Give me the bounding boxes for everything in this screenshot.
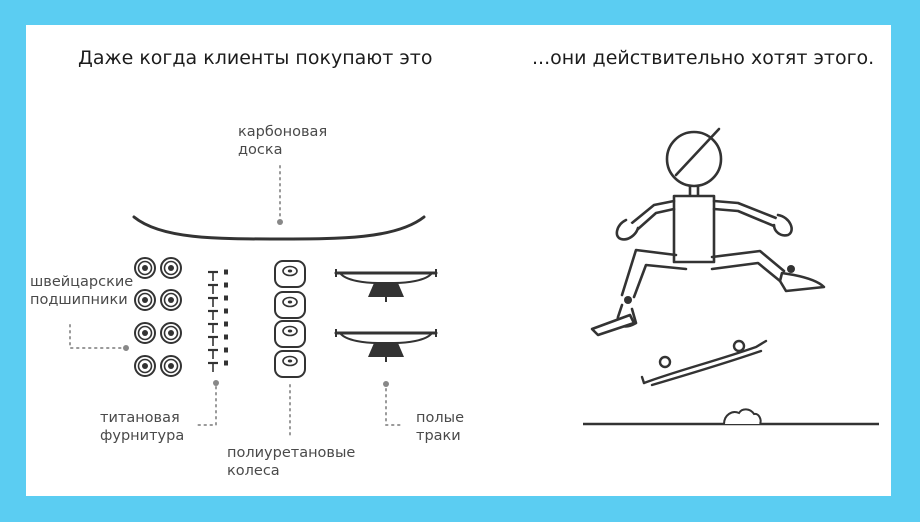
truck-icon xyxy=(334,267,438,426)
illustration xyxy=(69,127,879,438)
rock-icon xyxy=(723,408,762,425)
flipping-board-icon xyxy=(640,339,768,387)
heading-left: Даже когда клиенты покупают это xyxy=(78,47,433,69)
heading-right: ...они действительно хотят этого. xyxy=(532,47,875,69)
skateboard-deck-icon xyxy=(132,165,426,241)
skater-figure-icon xyxy=(590,127,826,337)
bearing-icon xyxy=(69,257,182,377)
wheel-icon xyxy=(274,260,306,438)
diagram-card: Даже когда клиенты покупают это ...они д… xyxy=(26,25,891,496)
bolt-icon xyxy=(197,268,230,426)
